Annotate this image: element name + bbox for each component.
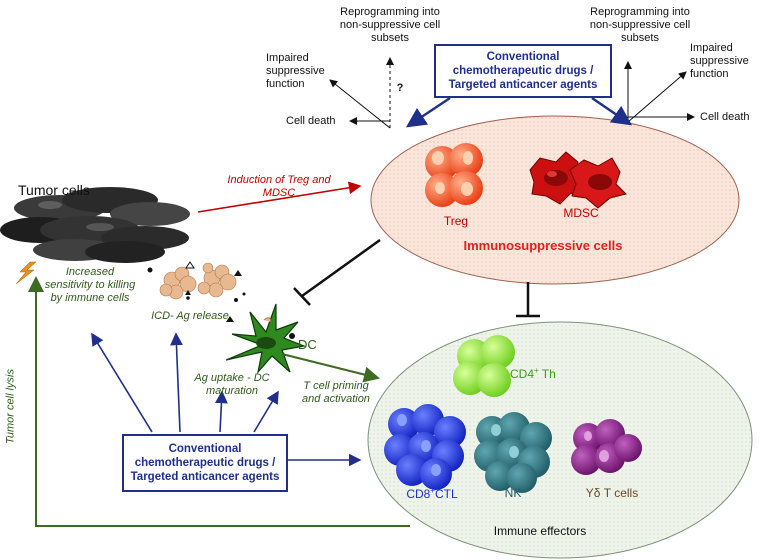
tumor-lysis-label: Tumor cell lysis xyxy=(4,369,17,444)
gd-label: Yδ T cells xyxy=(585,486,639,500)
drugs-box-top-line3: Targeted anticancer agents xyxy=(448,79,598,91)
left-effects-arrows xyxy=(329,57,394,129)
dc-label: DC xyxy=(298,337,317,352)
mdsc-cells-icon xyxy=(529,151,627,209)
sensitivity-label: Increased sensitivity to killing by immu… xyxy=(44,266,136,304)
cd4-label-suffix: Th xyxy=(538,367,556,381)
right-effects-arrows xyxy=(624,61,695,123)
cd8-label-suffix: CTL xyxy=(435,487,458,501)
drugs-box-top-line2: chemotherapeutic drugs / xyxy=(452,65,594,77)
immunosuppressive-title: Immunosuppressive cells xyxy=(463,238,623,253)
left-impaired-label: Impaired suppressive function xyxy=(266,52,325,90)
immune-effectors-title: Immune effectors xyxy=(493,524,587,538)
cd8-label-sup: + xyxy=(430,486,435,495)
icd-antigen-icon xyxy=(159,262,237,300)
drugs-to-mdsc-arrow xyxy=(591,96,633,126)
drugs-box-bottom-line2: chemotherapeutic drugs / xyxy=(134,457,276,469)
dc-to-effectors-arrow xyxy=(281,353,380,383)
drugs-box-bottom: Conventional chemotherapeutic drugs / Ta… xyxy=(122,434,288,492)
tumor-cells-illustration xyxy=(0,187,190,263)
drugs-box-top-line1: Conventional xyxy=(486,51,560,63)
left-death-label: Cell death xyxy=(286,115,336,127)
tumor-cells-title: Tumor cells xyxy=(18,182,90,198)
cd4-cells-icon xyxy=(453,335,515,397)
right-death-label: Cell death xyxy=(700,111,750,123)
icd-label: ICD- Ag release xyxy=(151,310,229,322)
cd8-label-text: CD8 xyxy=(406,487,431,501)
drugs-box-top: Conventional chemotherapeutic drugs / Ta… xyxy=(434,44,612,98)
drugs-box-bottom-line1: Conventional xyxy=(168,443,242,455)
induction-arrow xyxy=(197,181,362,213)
treg-label: Treg xyxy=(443,214,469,228)
treg-cells-icon xyxy=(425,143,483,207)
induction-label: Induction of Treg and MDSC xyxy=(227,174,331,199)
left-reprogramming-label: Reprogramming into non-suppressive cell … xyxy=(339,6,441,44)
bottom-box-arrows xyxy=(91,332,362,467)
nk-cells-icon xyxy=(474,412,552,493)
dendritic-cell-icon xyxy=(225,303,307,375)
drugs-to-treg-arrow xyxy=(405,96,451,128)
cd4-label: CD4+ Th xyxy=(510,366,590,381)
right-reprogramming-label: Reprogramming into non-suppressive cell … xyxy=(589,6,691,44)
cd4-label-text: CD4 xyxy=(510,367,535,381)
nk-label: NK xyxy=(504,486,522,500)
tumor-lysis-arrow xyxy=(28,276,410,527)
priming-label: T cell priming and activation xyxy=(302,380,370,405)
right-impaired-label: Impaired suppressive function xyxy=(690,42,749,80)
cd4-label-sup: + xyxy=(534,366,539,375)
cd8-cells-icon xyxy=(384,404,466,490)
cd8-label: CD8+CTL xyxy=(392,486,472,501)
inhibit-effectors-line xyxy=(516,282,540,318)
inhibit-dc-line xyxy=(293,238,381,306)
gd-cells-icon xyxy=(571,419,642,475)
drugs-box-bottom-line3: Targeted anticancer agents xyxy=(130,471,280,483)
left-question-mark: ? xyxy=(396,82,404,94)
lysis-bolt-icon xyxy=(15,261,37,285)
mdsc-label: MDSC xyxy=(563,206,599,220)
ag-uptake-label: Ag uptake - DC maturation xyxy=(194,372,270,397)
